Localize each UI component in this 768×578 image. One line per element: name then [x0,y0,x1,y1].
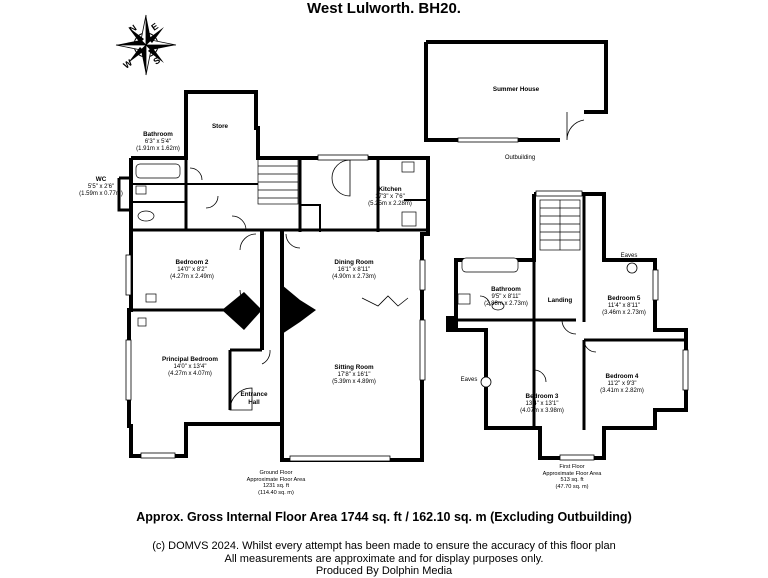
footer-disclaimer: All measurements are approximate and for… [224,553,544,565]
outbuilding-label: Outbuilding [504,155,536,161]
footer-producer: Produced By Dolphin Media [315,565,453,577]
plan-title: West Lulworth. BH20. [307,0,461,17]
compass-s: S [151,55,162,67]
compass-n: N [127,23,138,35]
first-floor-outer-wall [454,192,688,460]
room-store: Store [211,123,229,130]
compass-e: E [149,21,160,33]
gross-floor-area: Approx. Gross Internal Floor Area 1744 s… [136,510,632,524]
summer-house-label: Summer House [492,86,540,93]
room-landing: Landing [547,297,573,304]
eaves-label-lower: Eaves [460,377,478,383]
eaves-label-upper: Eaves [620,253,638,259]
compass-rose-icon: N E S W [115,14,177,76]
footer-copyright: (c) DOMVS 2024. Whilst every attempt has… [152,540,616,552]
